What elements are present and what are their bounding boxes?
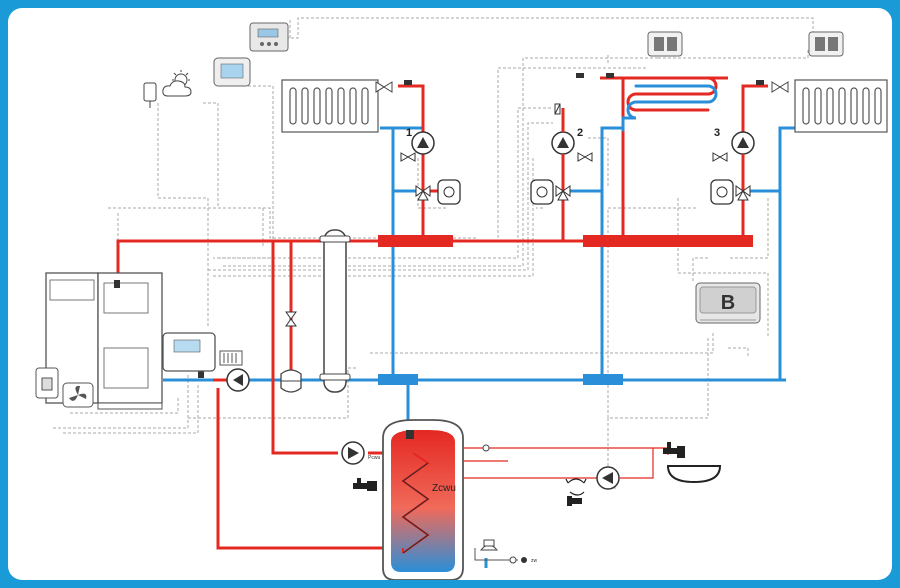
circulation-pump-icon (411, 131, 435, 155)
radiator-icon (219, 350, 243, 366)
circuit-label-1: 1 (406, 127, 412, 139)
valve-head-icon (606, 73, 614, 78)
tap-icon (353, 478, 377, 491)
tap-icon (567, 496, 582, 506)
pump-label: Pcwu (368, 455, 380, 461)
valve-head-icon (576, 73, 584, 78)
dhw-tank-icon: Zcwu (382, 419, 464, 580)
valve-head-icon (404, 80, 412, 85)
room-thermostat-icon (647, 31, 683, 57)
dhw-recirculation-line (463, 448, 654, 479)
cold-water-label: zw (531, 558, 538, 564)
pellet-burner-icon (35, 367, 59, 399)
underfloor-heating-icon (621, 76, 718, 132)
three-way-valve-icon (400, 152, 728, 162)
room-thermostat-icon (213, 57, 251, 87)
radiator-icon (281, 79, 379, 133)
circulation-pump-icon (226, 368, 250, 392)
return-pipes (163, 126, 798, 568)
three-way-valve-icon (375, 81, 789, 93)
room-thermostat-icon (808, 31, 844, 57)
weather-icon (162, 70, 192, 97)
mixing-valve-actuator-icon (437, 179, 461, 205)
tank-label: Zcwu (432, 483, 456, 494)
radiator-icon (794, 79, 888, 133)
circulation-pump-icon (596, 466, 620, 490)
tap-icon (663, 442, 685, 458)
sink-icon (666, 465, 722, 484)
fan-icon (62, 382, 94, 408)
cold-water-line (474, 548, 518, 561)
expansion-vessel-icon (479, 539, 499, 551)
flow-manifold-right (583, 235, 753, 247)
buffer-module-icon: B (695, 282, 761, 324)
circuit-label-3: 3 (714, 127, 720, 139)
cold-water-inlet-icon: zw (521, 557, 538, 564)
dhw-hot-lines (463, 447, 669, 462)
buffer-label: B (721, 292, 735, 314)
circuit-label-2: 2 (577, 127, 583, 139)
circulation-pump-icon (341, 441, 365, 465)
diagram-panel: 1 2 3 (8, 8, 892, 580)
control-wiring (53, 17, 814, 489)
valve-head-icon (756, 80, 764, 85)
three-way-valve-icon (415, 185, 751, 201)
outdoor-sensor-icon (143, 82, 157, 108)
temperature-sensor-icon (198, 370, 204, 378)
three-way-valve-icon (565, 478, 587, 496)
mixing-valve-actuator-icon (710, 179, 734, 205)
circulation-pump-icon (731, 131, 755, 155)
hydraulic-separator-icon (319, 229, 351, 393)
expansion-vessel-icon (280, 369, 302, 393)
controller-icon (162, 332, 216, 372)
check-valve-icon (482, 444, 517, 564)
mixing-valve-actuator-icon (530, 179, 554, 205)
return-manifold-right (583, 374, 623, 385)
circulation-pump-icon (551, 131, 575, 155)
return-manifold-left (378, 374, 418, 385)
heating-system-diagram: 1 2 3 (35, 17, 888, 580)
room-panel-icon (249, 22, 289, 52)
temperature-sensor-icon (554, 103, 561, 115)
three-way-valve-icon (285, 311, 297, 327)
flow-manifold-left (378, 235, 453, 247)
